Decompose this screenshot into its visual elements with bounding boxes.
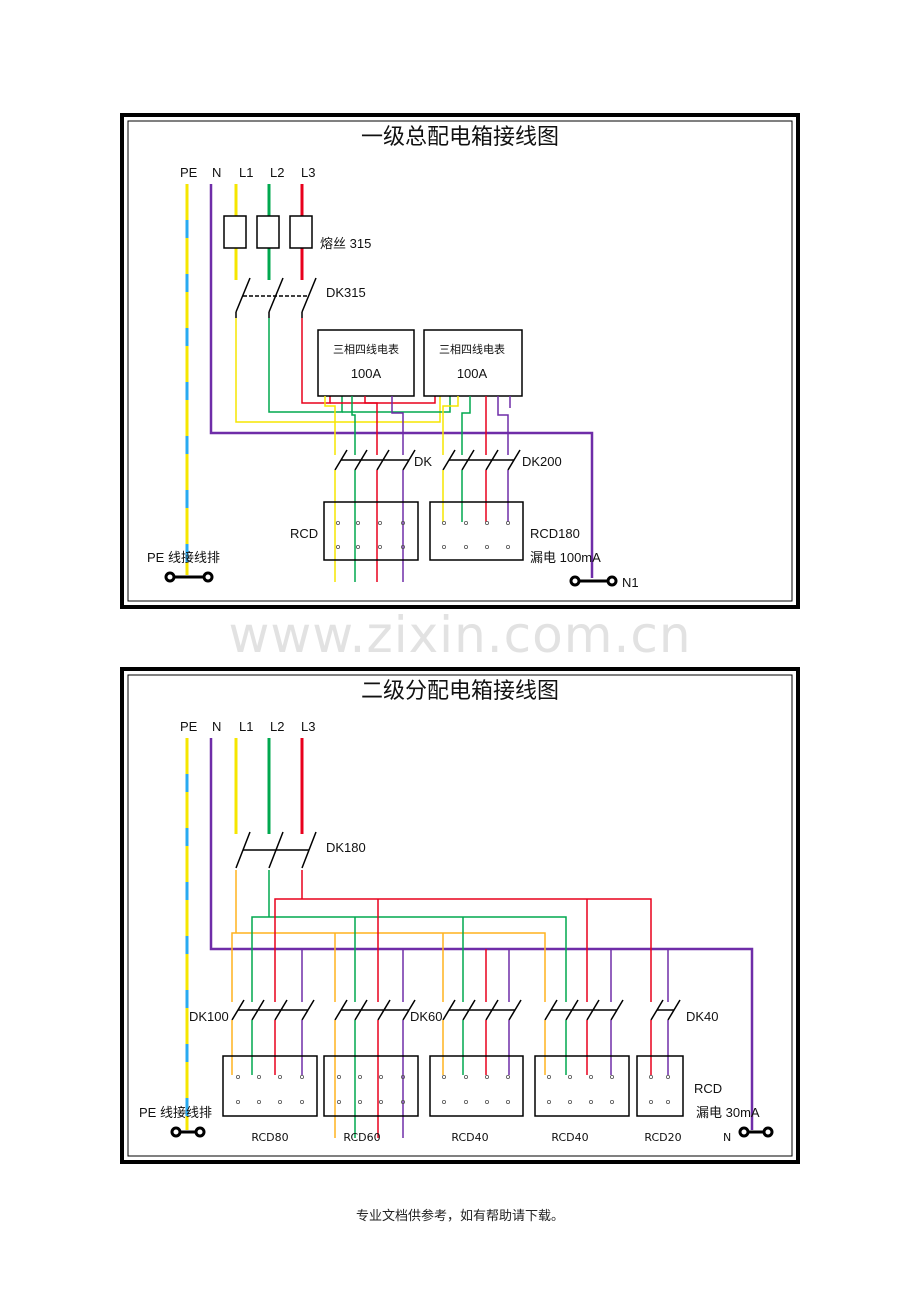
leakage-label-1: 漏电 100mA: [530, 550, 601, 565]
rcd-box-20: [636, 1055, 684, 1117]
meter-2-type: 三相四线电表: [439, 342, 505, 356]
switch-dk100-label: DK100: [189, 1009, 229, 1024]
rcd-left-label: RCD: [290, 526, 318, 541]
n-bar-label-2: N: [723, 1131, 731, 1144]
switch-dk-left: [334, 449, 416, 471]
fuse-l1: [223, 215, 247, 249]
branch-switches: [231, 999, 681, 1021]
switch-dk200: [442, 449, 521, 471]
switch-dk-left-label: DK: [414, 454, 432, 469]
switch-dk60-label: DK60: [410, 1009, 443, 1024]
neutral-conductor: [209, 184, 594, 578]
meter-1-type: 三相四线电表: [333, 342, 399, 356]
panel-2-title: 二级分配电箱接线图: [361, 679, 559, 704]
rcd-name-40b: RCD40: [551, 1131, 588, 1144]
meter-1-rating: 100A: [351, 366, 382, 381]
bus-label-pe: PE: [180, 165, 198, 180]
bus-label-n: N: [212, 165, 221, 180]
bus-label-l3: L3: [301, 165, 315, 180]
rcd-name-80: RCD80: [251, 1131, 288, 1144]
meter-output-wires: [324, 396, 511, 455]
neutral-conductor-2: [209, 738, 754, 1130]
bus-label-l2-2: L2: [270, 719, 284, 734]
panel-1-outer-frame: [120, 113, 800, 609]
rcd-terminals-2: [235, 1075, 671, 1105]
main-switch-dk180: [235, 831, 317, 869]
rcd-name-20: RCD20: [644, 1131, 681, 1144]
feeder-wires-1: [235, 318, 451, 423]
rcd-terminals-1: [335, 521, 510, 550]
panel-1-title: 一级总配电箱接线图: [361, 125, 559, 150]
n-terminal-bar-1: [569, 575, 618, 587]
bus-label-l1: L1: [239, 165, 253, 180]
bus-label-l2: L2: [270, 165, 284, 180]
panel-2: 二级分配电箱接线图 PE N L1 L2 L3 DK180: [120, 667, 800, 1164]
fuse-l2: [256, 215, 280, 249]
rcd-name-60: RCD60: [343, 1131, 380, 1144]
switch-dk200-label: DK200: [522, 454, 562, 469]
rcd-box-80: [222, 1055, 318, 1117]
main-switch-label-2: DK180: [326, 840, 366, 855]
rcd-box-40a: [429, 1055, 524, 1117]
pe-terminal-bar-1: [164, 571, 214, 583]
branch-rcd-wires: [231, 1020, 669, 1138]
panel-2-inner-frame: [127, 674, 793, 1157]
rcd-box-180: [429, 501, 524, 561]
bus-label-l3-2: L3: [301, 719, 315, 734]
rcd-label-2: RCD: [694, 1081, 722, 1096]
bus-label-n-2: N: [212, 719, 221, 734]
branch-rcd-boxes: [222, 1055, 684, 1117]
meter-2: 三相四线电表 100A: [423, 329, 523, 397]
fuse-label: 熔丝 315: [320, 236, 371, 251]
watermark: www.zixin.com.cn: [228, 606, 691, 664]
n-terminal-bar-2: [738, 1126, 774, 1138]
meter-1: 三相四线电表 100A: [317, 329, 415, 397]
rcd-box-left: [323, 501, 419, 561]
pe-bar-label-1: PE 线接线排: [147, 550, 220, 565]
switch-dk40-label: DK40: [686, 1009, 719, 1024]
panel-2-outer-frame: [120, 667, 800, 1164]
main-switch-dk315: [235, 277, 317, 318]
meter-2-rating: 100A: [457, 366, 488, 381]
n-bar-label-1: N1: [622, 575, 639, 590]
pe-terminal-bar-2: [170, 1126, 206, 1138]
bus-label-pe-2: PE: [180, 719, 198, 734]
footer-note: 专业文档供参考，如有帮助请下载。: [355, 1209, 564, 1224]
panel-1: 一级总配电箱接线图 PE N L1 L2 L3 熔丝 315: [120, 113, 800, 609]
leakage-label-2: 漏电 30mA: [696, 1105, 760, 1120]
rcd-180-label: RCD180: [530, 526, 580, 541]
bus-label-l1-2: L1: [239, 719, 253, 734]
rcd-wires-1: [334, 470, 509, 582]
panel-1-inner-frame: [127, 120, 793, 602]
main-switch-label: DK315: [326, 285, 366, 300]
distribution-wires: [231, 870, 669, 1002]
rcd-box-60: [323, 1055, 419, 1117]
fuse-l3: [289, 215, 313, 249]
rcd-name-40a: RCD40: [451, 1131, 488, 1144]
pe-bar-label-2: PE 线接线排: [139, 1105, 212, 1120]
rcd-box-40b: [534, 1055, 630, 1117]
